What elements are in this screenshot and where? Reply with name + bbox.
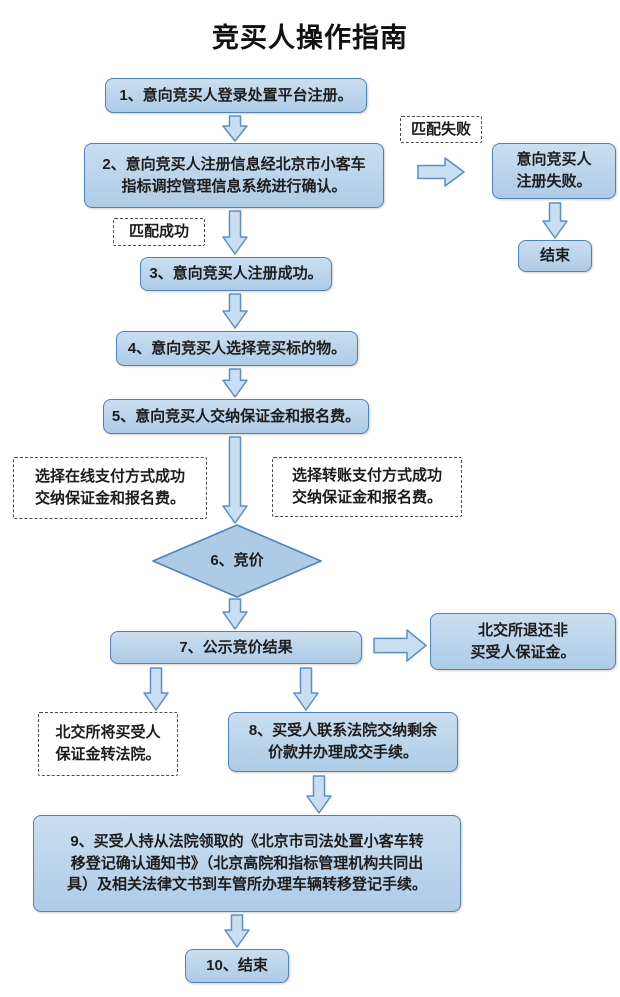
step10-label: 10、结束 [206, 957, 268, 975]
step4-label: 4、意向竞买人选择竞买标的物。 [127, 339, 347, 357]
pay-transfer-label: 选择转账支付方式成功 交纳保证金和报名费。 [291, 467, 442, 506]
arrow-step7-refund [373, 629, 427, 662]
arrow-step9-step10 [224, 914, 250, 948]
step9-box: 9、买受人持从法院领取的《北京市司法处置小客车转 移登记确认通知书》（北京高院和… [33, 815, 461, 912]
arrow-register-fail-end [542, 202, 568, 239]
step1-box: 1、意向竞买人登录处置平台注册。 [105, 78, 367, 113]
arrow-step2-step3 [222, 210, 248, 255]
arrow-step7-court [143, 667, 169, 711]
step2-label: 2、意向竞买人注册信息经北京市小客车 指标调控管理信息系统进行确认。 [102, 155, 366, 195]
match-success-note: 匹配成功 [113, 218, 205, 246]
register-fail-box: 意向竞买人 注册失败。 [492, 143, 616, 199]
pay-online-note: 选择在线支付方式成功 交纳保证金和报名费。 [13, 457, 207, 519]
refund-box: 北交所退还非 买受人保证金。 [430, 613, 616, 670]
arrow-step7-step8 [293, 667, 319, 711]
arrow-step3-step4 [222, 293, 248, 329]
step8-box: 8、买受人联系法院交纳剩余 价款并办理成交手续。 [228, 712, 458, 772]
match-success-label: 匹配成功 [128, 223, 189, 241]
step1-label: 1、意向竞买人登录处置平台注册。 [119, 86, 353, 104]
step2-box: 2、意向竞买人注册信息经北京市小客车 指标调控管理信息系统进行确认。 [84, 143, 384, 208]
step7-box: 7、公示竞价结果 [110, 631, 362, 664]
match-fail-note: 匹配失败 [400, 116, 482, 143]
court-deposit-label: 北交所将买受人 保证金转法院。 [55, 724, 161, 763]
step8-label: 8、买受人联系法院交纳剩余 价款并办理成交手续。 [248, 722, 438, 761]
step9-label: 9、买受人持从法院领取的《北京市司法处置小客车转 移登记确认通知书》（北京高院和… [66, 832, 427, 894]
fail-end-box: 结束 [518, 240, 592, 272]
refund-label: 北交所退还非 买受人保证金。 [470, 621, 576, 661]
step3-label: 3、意向竞买人注册成功。 [149, 265, 323, 283]
step5-label: 5、意向竞买人交纳保证金和报名费。 [111, 407, 361, 425]
arrow-step5-step6 [222, 436, 248, 524]
step6-label: 6、竞价 [210, 552, 264, 570]
fail-end-label: 结束 [539, 247, 570, 265]
court-deposit-note: 北交所将买受人 保证金转法院。 [38, 712, 178, 776]
pay-online-label: 选择在线支付方式成功 交纳保证金和报名费。 [34, 468, 185, 507]
arrow-step6-step7 [222, 598, 248, 630]
step4-box: 4、意向竞买人选择竞买标的物。 [116, 331, 358, 366]
arrow-step8-step9 [306, 775, 332, 814]
match-fail-label: 匹配失败 [410, 120, 471, 138]
step6-diamond: 6、竞价 [152, 524, 322, 598]
pay-transfer-note: 选择转账支付方式成功 交纳保证金和报名费。 [272, 457, 462, 517]
page-title: 竞买人操作指南 [212, 23, 408, 53]
arrow-step1-step2 [222, 115, 248, 142]
step3-box: 3、意向竞买人注册成功。 [140, 257, 332, 291]
step7-label: 7、公示竞价结果 [179, 638, 293, 656]
step5-box: 5、意向竞买人交纳保证金和报名费。 [103, 399, 369, 434]
arrow-step2-register-fail [417, 157, 465, 187]
register-fail-label: 意向竞买人 注册失败。 [516, 151, 592, 190]
step10-box: 10、结束 [185, 949, 289, 983]
arrow-step4-step5 [222, 368, 248, 398]
